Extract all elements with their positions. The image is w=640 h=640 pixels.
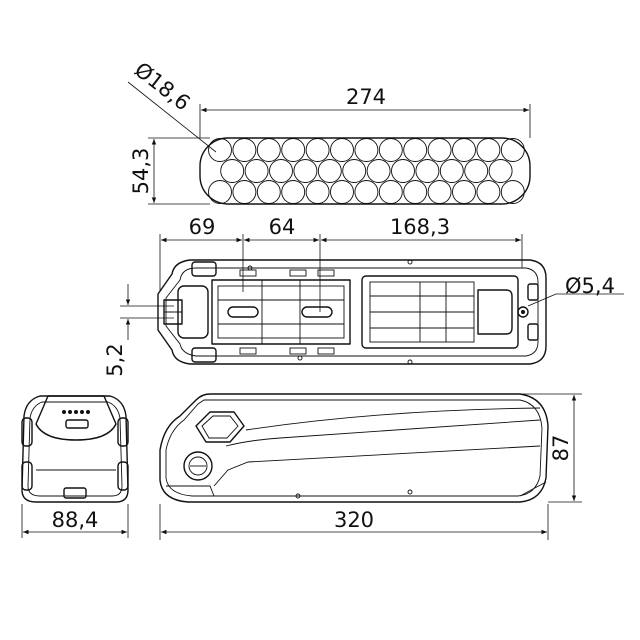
battery-cell — [464, 159, 489, 183]
height-dimension: 87 — [522, 393, 582, 503]
battery-cell — [208, 180, 232, 204]
pack-length-label: 274 — [346, 85, 386, 109]
battery-cell — [439, 159, 464, 183]
length-label: 320 — [334, 508, 374, 532]
battery-cell — [476, 138, 501, 162]
battery-cell — [452, 180, 476, 204]
battery-cell — [293, 159, 318, 183]
battery-cell — [378, 180, 403, 204]
battery-cell — [305, 138, 330, 162]
pack-length-dimension: 274 — [199, 85, 531, 138]
battery-cell — [403, 180, 428, 204]
segment-c-label: 168,3 — [390, 215, 450, 239]
battery-cell — [281, 138, 306, 162]
battery-cell — [256, 138, 281, 162]
battery-cell — [305, 180, 330, 204]
segment-dimensions: 69 64 168,3 — [159, 215, 523, 312]
battery-cell — [232, 138, 257, 162]
width-label: 88,4 — [52, 508, 99, 532]
battery-cell — [342, 159, 367, 183]
cell-pack-view — [199, 137, 531, 205]
battery-cell — [232, 180, 257, 204]
housing-plan-view — [157, 259, 547, 365]
segment-b-label: 64 — [269, 215, 296, 239]
battery-cell — [354, 138, 379, 162]
battery-cell — [281, 180, 306, 204]
pack-height-dimension: 54,3 — [129, 137, 210, 205]
battery-cell — [488, 159, 513, 183]
battery-cell — [476, 180, 501, 204]
rail-height-label: 5,2 — [103, 343, 127, 376]
battery-cell — [403, 138, 428, 162]
battery-cell — [317, 159, 342, 183]
hole-diameter-dimension: Ø5,4 — [527, 274, 624, 307]
battery-cell — [500, 138, 525, 162]
hole-diameter-label: Ø5,4 — [565, 274, 615, 298]
length-dimension: 320 — [159, 504, 549, 540]
pack-height-label: 54,3 — [129, 148, 153, 195]
width-dimension: 88,4 — [21, 504, 129, 538]
battery-cell — [208, 138, 232, 162]
battery-cell — [256, 180, 281, 204]
battery-cell — [378, 138, 403, 162]
battery-cell — [330, 180, 354, 204]
housing-end-view — [21, 395, 129, 503]
battery-cell — [366, 159, 391, 183]
segment-a-label: 69 — [189, 215, 216, 239]
rail-height-dimension: 5,2 — [103, 284, 174, 377]
housing-side-view — [159, 393, 549, 503]
battery-cell — [330, 138, 354, 162]
battery-cell — [415, 159, 440, 183]
battery-cell — [391, 159, 415, 183]
height-label: 87 — [549, 435, 573, 462]
battery-cell — [244, 159, 269, 183]
battery-cell — [269, 159, 293, 183]
battery-cell — [427, 138, 452, 162]
battery-cell — [500, 180, 525, 204]
battery-cell — [452, 138, 476, 162]
cell-grid — [208, 138, 525, 204]
battery-cell — [354, 180, 379, 204]
battery-cell — [427, 180, 452, 204]
battery-cell — [220, 159, 245, 183]
cell-diameter-label: Ø18,6 — [130, 58, 195, 116]
